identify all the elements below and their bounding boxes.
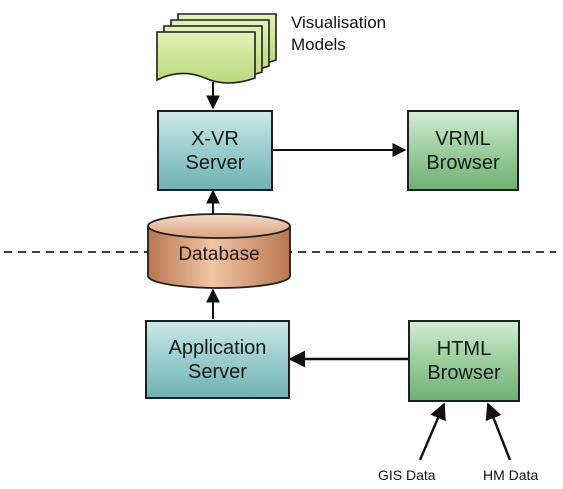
hm-data-label: HM Data	[483, 467, 539, 483]
vrml-browser-node: VRML Browser	[407, 110, 519, 191]
xvr-server-label-line2: Server	[185, 151, 245, 174]
application-server-node: Application Server	[145, 320, 290, 399]
models-label-line1: Visualisation	[291, 13, 387, 32]
application-server-label-line2: Server	[188, 360, 247, 383]
database-cylinder	[147, 213, 291, 289]
arrow-gis-to-html	[418, 402, 446, 461]
models-label: Visualisation Models	[291, 12, 386, 56]
connectors	[206, 82, 512, 461]
html-browser-label-line2: Browser	[427, 362, 501, 384]
html-browser-node: HTML Browser	[408, 320, 520, 402]
xvr-server-node: X-VR Server	[157, 110, 273, 191]
models-label-line2: Models	[291, 35, 346, 54]
html-browser-label-line1: HTML	[436, 338, 492, 360]
xvr-server-label-line1: X-VR	[191, 127, 239, 150]
vrml-browser-label-line1: VRML	[435, 127, 491, 150]
arrow-hm-to-html	[485, 402, 512, 461]
gis-data-label: GIS Data	[378, 467, 436, 483]
vrml-browser-label-line2: Browser	[426, 151, 500, 174]
models-stack-icon	[156, 13, 277, 84]
database-label: Database	[178, 244, 260, 265]
application-server-label-line1: Application	[168, 336, 267, 359]
